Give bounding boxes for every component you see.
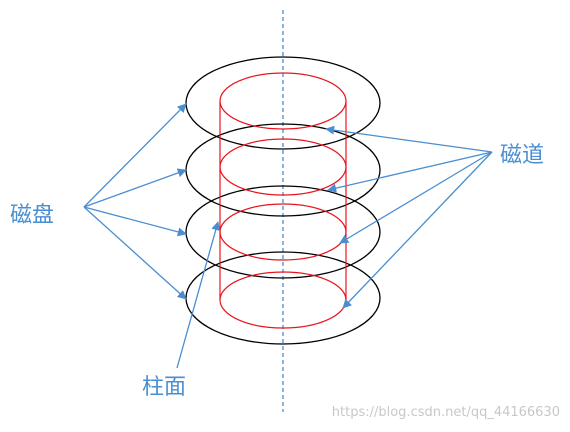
- arrow-icon: [339, 151, 493, 244]
- watermark: https://blog.csdn.net/qq_44166630: [332, 405, 560, 420]
- arrow-icon: [342, 151, 493, 309]
- platter-label: 磁盘: [10, 203, 54, 228]
- platter-arrows: [83, 103, 187, 300]
- arrow-icon: [83, 103, 187, 208]
- track-arrows: [325, 125, 493, 309]
- arrow-icon: [83, 206, 187, 300]
- arrow-icon: [325, 125, 493, 153]
- track-label: 磁道: [500, 143, 544, 168]
- arrow-icon: [327, 151, 493, 193]
- platter-1: [185, 56, 381, 150]
- arrow-icon: [83, 168, 187, 208]
- cylinder-arrow-icon: [176, 221, 221, 369]
- arrow-icon: [83, 206, 187, 237]
- cylinder-label: 柱面: [142, 375, 186, 400]
